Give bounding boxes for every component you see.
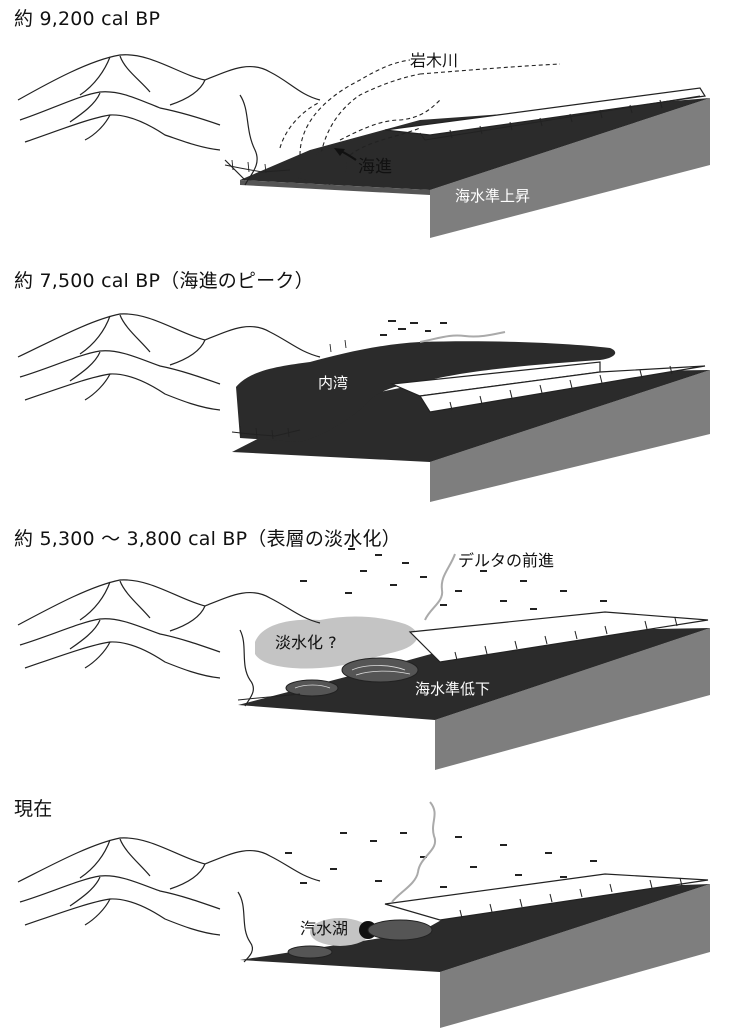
panel-5300-3800: 約 5,300 ～ 3,800 cal BP（表層の淡水化） [0,520,747,780]
label-brackish-lake: 汽水湖 [300,919,349,938]
freshened-lake [255,616,418,669]
panel-title: 約 7,500 cal BP（海進のピーク） [14,270,314,292]
sea-front [240,180,430,195]
sea-surface [240,98,710,190]
label-inner-bay: 内湾 [318,374,349,392]
sea-surface [238,628,710,720]
panel-title: 現在 [14,798,53,820]
terrain-diagram [17,548,710,770]
sea-block-side [430,98,710,238]
label-delta-advance: デルタの前進 [458,551,555,570]
label-river: 岩木川 [410,51,459,70]
terrain-diagram [17,313,710,502]
sea-block-side [435,628,710,770]
transgression-area [298,148,347,185]
sea-block-side [430,370,710,502]
panel-present: 現在 [0,792,747,1030]
label-sea-level-rise: 海水準上昇 [455,187,531,205]
panel-title: 約 9,200 cal BP [14,8,161,30]
terrain-diagram [17,54,710,238]
panel-7500: 約 7,500 cal BP（海進のピーク） [0,262,747,507]
panel-9200: 約 9,200 cal BP [0,0,747,250]
sea-block-side [440,884,710,1028]
sea-surface [240,884,710,972]
panel-title: 約 5,300 ～ 3,800 cal BP（表層の淡水化） [14,528,401,550]
label-freshening: 淡水化 ? [275,633,337,652]
inner-bay [236,341,616,442]
label-transgression: 海進 [358,157,392,177]
label-sea-level-fall: 海水準低下 [415,680,491,698]
brackish-lake [310,918,370,946]
sea-surface [232,370,710,462]
terrain-diagram [17,801,710,1028]
